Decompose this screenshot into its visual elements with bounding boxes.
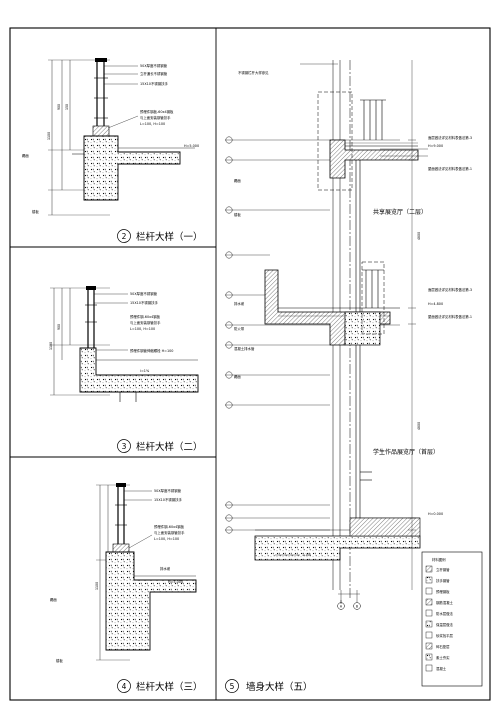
note: 立杆通长不锈钢管: [140, 71, 168, 76]
note: 屋面做法详见材料表做法第-1: [428, 314, 472, 319]
label: 楼板: [32, 209, 39, 214]
axis-label: A: [340, 604, 343, 608]
label: 防火带: [234, 326, 245, 331]
legend-item: 扶手钢管: [436, 578, 450, 583]
note: L=100, H=100: [130, 327, 155, 331]
legend-item: 素土夯实: [436, 655, 450, 660]
label: 踢面: [22, 153, 29, 158]
legend-item: 防水层做法: [436, 611, 454, 616]
label: 踢面: [234, 178, 241, 183]
panel-title: 栏杆大样（二）: [136, 441, 203, 453]
svg-text:900: 900: [57, 104, 61, 110]
legend-item: 碎石垫层: [436, 644, 450, 649]
floor-label: 共享展览厅（二层）: [373, 208, 427, 216]
svg-text:900: 900: [57, 324, 61, 330]
axis-label: B: [356, 604, 358, 608]
note: 与上面安装钢管扶手: [130, 320, 161, 325]
svg-text:1:100: 1:100: [302, 553, 311, 557]
label: 踢面: [234, 374, 241, 379]
svg-text:4800: 4800: [417, 232, 421, 240]
label: 踢面: [50, 597, 57, 602]
elevation: H=4.800: [428, 302, 443, 306]
note: 50X厚度不锈钢管: [140, 63, 168, 68]
label: 排水坡: [234, 301, 245, 306]
panel-title: 栏杆大样（三）: [136, 681, 203, 693]
note: 15X10不锈钢扶手: [154, 497, 183, 502]
panel-title: 墙身大样（五）: [246, 681, 313, 693]
detail-railing-2: 1100 900 50X厚度不锈钢管 15X10不锈钢扶手 预埋件钢-60x4钢…: [49, 286, 203, 453]
legend-item: 砂浆找平层: [436, 633, 454, 638]
note: 与上面安装钢管扶手: [154, 530, 185, 535]
note: 预埋件钢管伸缩螺栓 H=100: [130, 348, 173, 353]
note: 面层做法详见材料表做法第-3: [428, 287, 472, 292]
legend-item: 保温层做法: [436, 622, 454, 627]
legend-item: 钢筋混凝土: [436, 600, 454, 605]
detail-railing-1: 1100 900 150 50X厚度不锈钢管 立杆通长不锈钢管 15X10不锈钢…: [22, 58, 203, 243]
note: 50X厚度不锈钢管: [154, 488, 182, 493]
elevation: H=5.000: [168, 580, 183, 584]
svg-text:4800: 4800: [417, 422, 421, 430]
label: 楼板: [234, 212, 241, 217]
legend-item: 立杆钢管: [436, 567, 450, 572]
note: 预埋件钢-60x4钢板: [130, 314, 161, 319]
note: L=100, H=100: [140, 122, 165, 126]
note: 15X10不锈钢扶手: [140, 81, 169, 86]
svg-text:150: 150: [65, 104, 69, 110]
elevation: H=9.000: [428, 144, 443, 148]
label: 楼板: [56, 658, 63, 663]
elevation: H=0.000: [428, 512, 443, 516]
svg-text:1100: 1100: [95, 582, 99, 590]
detail-wall-section: 踢面 楼板 排水坡 防火带 混凝土排水管 踢面 不锈钢栏杆大样参见: [225, 60, 483, 693]
label: 混凝土排水管: [234, 346, 255, 351]
sheet-border: [9, 27, 491, 701]
note: L=100, H=100: [154, 537, 179, 541]
note: 预埋件钢板-60x4钢板: [140, 109, 174, 114]
svg-text:3: 3: [122, 442, 127, 451]
svg-text:4: 4: [122, 682, 127, 691]
legend-items: 立杆钢管 扶手钢管 预埋钢板 钢筋混凝土 防水层做法 保温层做法 砂浆找平层 碎…: [425, 565, 454, 672]
note: 与上面安装钢管扶手: [140, 115, 171, 120]
note: 排水坡: [160, 566, 171, 571]
note: 不锈钢栏杆大样参见: [238, 70, 269, 75]
panel-title: 栏杆大样（一）: [136, 231, 203, 243]
floor-label: 学生作品展览厅（首层）: [373, 448, 439, 456]
note: 50X厚度不锈钢管: [130, 291, 158, 296]
detail-railing-3: 1100 50X厚度不锈钢管 15X10不锈钢扶手 预埋件钢-60x4钢板 与上…: [50, 483, 203, 693]
note: 15X10不锈钢扶手: [130, 300, 159, 305]
legend-item: 混凝土: [436, 666, 447, 671]
elevation: H=5.000: [184, 144, 199, 148]
material-legend: [421, 551, 483, 687]
legend-title: 材料图例: [432, 557, 446, 562]
svg-text:5: 5: [230, 682, 235, 691]
note: 面层做法详见材料表做法第-3: [428, 135, 472, 140]
svg-text:1100: 1100: [49, 342, 53, 350]
svg-text:1100: 1100: [47, 132, 51, 140]
legend-item: 预埋钢板: [436, 589, 450, 594]
elevation: i=1%: [140, 369, 150, 373]
note: 预埋件钢-60x4钢板: [154, 524, 185, 529]
svg-text:2: 2: [122, 232, 127, 241]
note: 屋面做法详见材料表做法第-1: [428, 166, 472, 171]
